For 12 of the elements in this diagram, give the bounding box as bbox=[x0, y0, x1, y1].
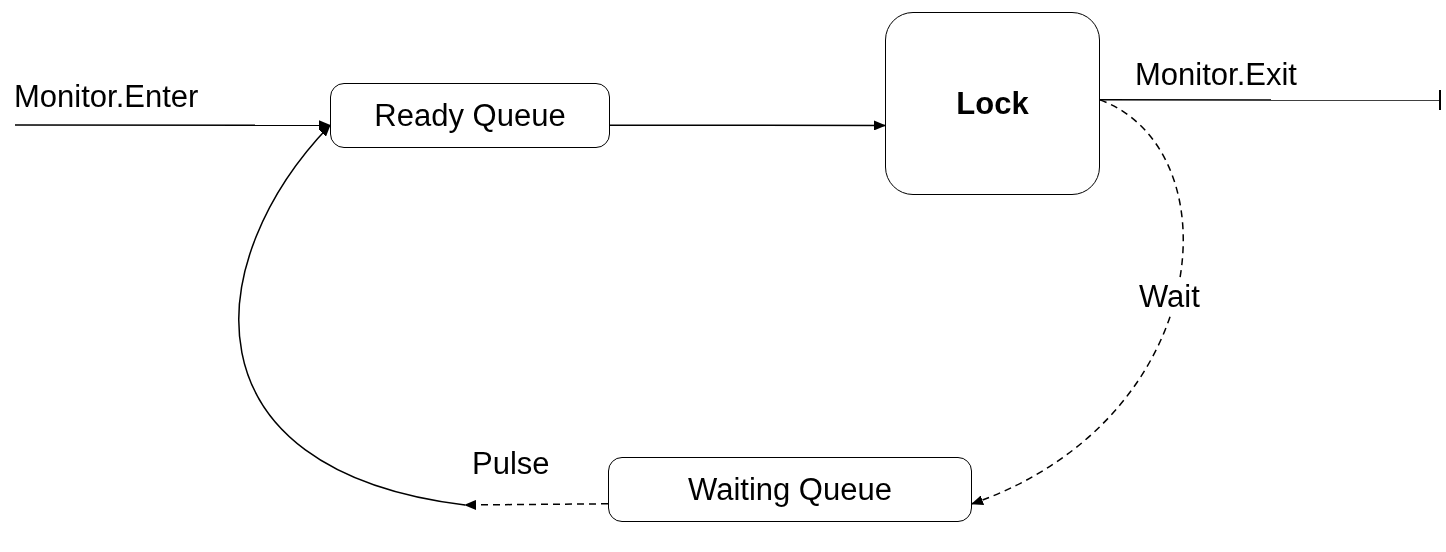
dashed-arrow bbox=[971, 99, 1184, 505]
dashed-arrow bbox=[464, 499, 609, 510]
node-label: Ready Queue bbox=[374, 97, 566, 134]
arrow bbox=[238, 124, 466, 506]
arrow bbox=[14, 120, 331, 131]
node-label: Lock bbox=[956, 85, 1029, 122]
arrow bbox=[609, 120, 886, 131]
rounded-box bbox=[885, 12, 1100, 195]
node-label: Waiting Queue bbox=[688, 471, 892, 508]
edge-label: Wait bbox=[1137, 280, 1202, 315]
rounded-box bbox=[330, 83, 610, 148]
rounded-box bbox=[608, 457, 972, 522]
